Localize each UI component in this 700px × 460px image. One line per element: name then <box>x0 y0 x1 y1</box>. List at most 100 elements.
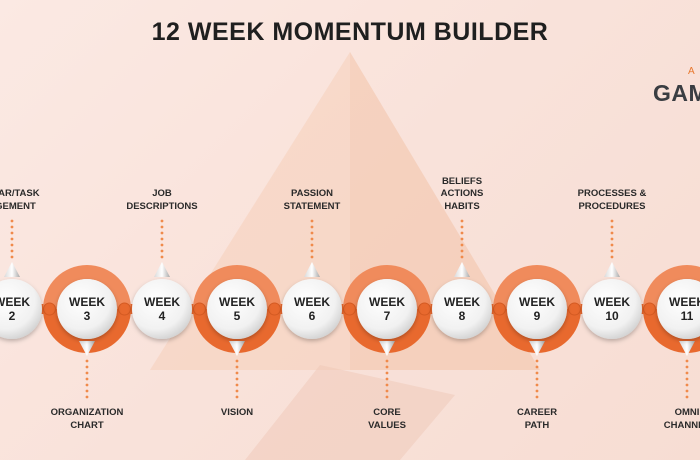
connector-dot <box>343 302 356 316</box>
connector-dot <box>268 302 281 316</box>
week-digit: 10 <box>605 309 619 323</box>
week-disc <box>57 279 117 339</box>
leader-dot <box>460 243 464 247</box>
leader-dot <box>160 231 164 235</box>
leader-dot <box>535 383 539 387</box>
week-number: WEEK2 <box>0 295 42 323</box>
leader-dot <box>610 255 614 259</box>
connector-dot <box>568 302 581 316</box>
leader-dot <box>310 255 314 259</box>
background-triangle-bottom <box>245 365 455 460</box>
milestone-label: PROCESSES &PROCEDURES <box>557 188 667 213</box>
week-word: WEEK <box>0 295 30 309</box>
leader-dot <box>610 231 614 235</box>
week-word: WEEK <box>369 295 405 309</box>
connector-dot <box>418 302 431 316</box>
week-word: WEEK <box>69 295 105 309</box>
connector-dot <box>643 302 656 316</box>
leader-dot <box>535 371 539 375</box>
leader-dot <box>310 243 314 247</box>
leader-dot <box>235 371 239 375</box>
ring-arc-top <box>43 265 131 309</box>
leader-dot <box>10 225 14 229</box>
week-word: WEEK <box>219 295 255 309</box>
logo: GAM <box>653 80 700 106</box>
leader-dot <box>85 377 89 381</box>
leader-dot <box>685 359 689 363</box>
leader-dot <box>685 371 689 375</box>
leader-dot <box>85 365 89 369</box>
leader-dot <box>460 231 464 235</box>
pointer-arrow-up <box>454 262 470 277</box>
leader-dot <box>685 365 689 369</box>
milestone-label-line: ACTIONS <box>440 188 484 199</box>
leader-dot <box>610 237 614 241</box>
pointer-arrow-down <box>79 341 95 356</box>
week-word: WEEK <box>669 295 700 309</box>
milestone-label-line: CHART <box>70 419 104 431</box>
connector-dot <box>193 302 206 316</box>
milestone-label-line: NDAR/TASK <box>0 188 40 199</box>
week-digit: 11 <box>680 309 694 323</box>
milestone-label-line: CHANNEL <box>663 419 700 431</box>
logo-tagline: A <box>688 66 695 77</box>
leader-dot <box>85 359 89 363</box>
connector-dot <box>118 302 131 316</box>
leader-dot <box>385 395 389 399</box>
leader-dot <box>460 255 464 259</box>
week-number: WEEK11 <box>657 295 700 323</box>
week-disc <box>132 279 192 339</box>
timeline <box>0 219 700 399</box>
leader-dot <box>235 389 239 393</box>
leader-dot <box>10 231 14 235</box>
leader-dot <box>310 237 314 241</box>
leader-dot <box>310 219 314 223</box>
leader-dot <box>685 395 689 399</box>
ring-arc-bottom <box>343 309 431 353</box>
milestone-label-line: PROCEDURES <box>578 200 646 212</box>
pointer-arrow-up <box>4 262 20 277</box>
week-word: WEEK <box>594 295 630 309</box>
leader-dot <box>310 225 314 229</box>
milestone-label-line: PASSION <box>290 188 334 199</box>
leader-dot <box>610 243 614 247</box>
week-digit: 7 <box>383 309 391 323</box>
leader-dot <box>460 249 464 253</box>
week-word: WEEK <box>519 295 555 309</box>
pointer-arrow-up <box>604 262 620 277</box>
ring-arc-top <box>493 265 581 309</box>
pointer-arrow-down <box>529 341 545 356</box>
leader-dot <box>460 225 464 229</box>
leader-dot <box>160 249 164 253</box>
leader-dot <box>235 383 239 387</box>
leader-dot <box>85 389 89 393</box>
leader-dot <box>10 219 14 223</box>
connector-dot <box>493 302 506 316</box>
week-disc <box>507 279 567 339</box>
leader-dot <box>460 237 464 241</box>
leader-dot <box>685 377 689 381</box>
week-digit: 6 <box>308 309 316 323</box>
milestone-label-line: AGEMENT <box>0 200 36 212</box>
milestone-label-line: STATEMENT <box>283 200 341 212</box>
week-digit: 8 <box>458 309 466 323</box>
pointer-arrow-down <box>379 341 395 356</box>
milestone-label: NDAR/TASKAGEMENT <box>0 188 67 213</box>
connector-dot <box>43 302 56 316</box>
leader-dot <box>535 389 539 393</box>
week-digit: 2 <box>8 309 16 323</box>
leader-dot <box>85 371 89 375</box>
week-disc <box>582 279 642 339</box>
leader-dot <box>535 365 539 369</box>
leader-dot <box>10 249 14 253</box>
